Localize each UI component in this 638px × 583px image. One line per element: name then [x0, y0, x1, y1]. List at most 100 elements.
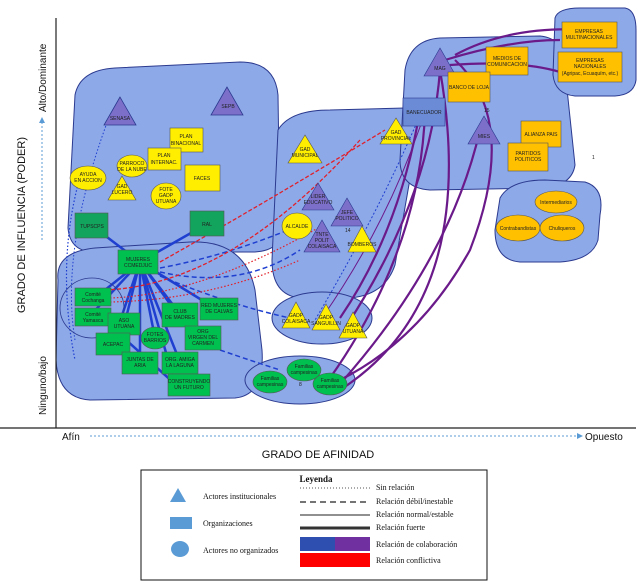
comite-cochanga-node[interactable]: Comité Cochanga — [74, 287, 112, 307]
legend-circle-icon — [171, 541, 189, 557]
fote-barrios-node[interactable]: FOTES BARRIOS — [140, 326, 170, 350]
medios-node[interactable]: MEDIOS DE COMUNICACION — [485, 46, 529, 76]
svg-text:POLITICOS: POLITICOS — [515, 157, 542, 163]
jefe-politico-node[interactable]: JEFE POLITICO — [330, 197, 364, 227]
acepac-node[interactable]: ACEPAC — [95, 332, 131, 356]
empresas-multinacionales-node[interactable]: EMPRESAS MULTINACIONALES — [561, 21, 618, 49]
alcalde-node[interactable]: ALCALDE — [281, 212, 313, 240]
lider-educativo-node[interactable]: LIDER EDUCATIVO — [301, 182, 335, 211]
svg-text:POLIT: POLIT — [315, 238, 329, 244]
gad-lucero-node[interactable]: GAD LUCERO — [107, 175, 137, 201]
count-8: 8 — [299, 382, 302, 388]
svg-text:Comité: Comité — [85, 312, 101, 318]
svg-text:EMPRESAS: EMPRESAS — [576, 58, 604, 64]
svg-text:CCMEDJUC: CCMEDJUC — [124, 263, 152, 269]
svg-text:PROVINCIAL: PROVINCIAL — [381, 136, 412, 142]
chuliqueros-node[interactable]: Chuliqueros — [539, 214, 585, 242]
legend-rectangle-icon — [170, 517, 192, 529]
right-nodes: MAG MEDIOS DE COMUNICACION BANCO DE LOJA… — [402, 46, 595, 172]
svg-text:UTUANA: UTUANA — [156, 199, 177, 205]
legend-actores-institucionales: Actores institucionales — [203, 492, 276, 501]
x-axis-left-label: Afín — [62, 432, 80, 443]
alianza-pais-node[interactable]: ALIANZA PAIS — [520, 120, 562, 148]
ral-node[interactable]: RAL — [189, 210, 225, 237]
legend-triangle-icon — [170, 488, 186, 502]
svg-text:MUJERES: MUJERES — [126, 257, 151, 263]
svg-text:UTUANA: UTUANA — [343, 329, 364, 335]
banecuador-node[interactable]: BANECUADOR — [402, 97, 446, 127]
svg-text:SEPB: SEPB — [221, 104, 235, 110]
svg-text:CONSTRUYENDO: CONSTRUYENDO — [168, 379, 211, 385]
svg-text:MIES: MIES — [478, 134, 491, 140]
tupscps-node[interactable]: TUPSCPS — [74, 212, 109, 239]
comite-yamasca-node[interactable]: Comité Yamasca — [74, 307, 112, 327]
svg-text:Familias: Familias — [261, 376, 280, 382]
svg-text:campesinas: campesinas — [257, 382, 284, 388]
aso-utuana-node[interactable]: ASO UTUANA — [107, 312, 141, 336]
partidos-node[interactable]: PARTIDOS POLITICOS — [507, 142, 549, 172]
legend-colaboracion: Relación de colaboración — [376, 540, 457, 549]
svg-text:TUPSCPS: TUPSCPS — [80, 224, 104, 230]
juntas-aria-node[interactable]: JUNTAS DE ARIA — [121, 351, 159, 375]
ayuda-en-accion-node[interactable]: AYUDA EN ACCION — [69, 165, 107, 191]
empresas-nacionales-node[interactable]: EMPRESAS NACIONALES (Agripac, Ecuaquím, … — [557, 51, 623, 83]
svg-text:FACES: FACES — [194, 176, 211, 182]
svg-text:UN FUTURO: UN FUTURO — [174, 385, 204, 391]
count-14: 14 — [345, 228, 351, 234]
red-mujeres-node[interactable]: RED MUJERES DE CALVAS — [199, 297, 239, 321]
familias-campesinas-3[interactable]: Familias campesinas — [312, 372, 348, 396]
svg-text:GADP: GADP — [289, 313, 304, 319]
mies-node[interactable]: MIES — [467, 115, 501, 145]
y-axis-bottom-label: Ninguno/bajo — [38, 356, 49, 415]
svg-text:GAD: GAD — [117, 184, 128, 190]
svg-text:LA LAGUNA: LA LAGUNA — [166, 363, 194, 369]
sepb-node[interactable]: SEPB — [210, 86, 244, 116]
teniente-politico-node[interactable]: TNTE POLIT COLAISACA — [303, 219, 341, 253]
svg-text:CLUB: CLUB — [173, 309, 187, 315]
org-virgen-node[interactable]: ORG VIRGEN DEL CARMEN — [184, 325, 222, 351]
svg-text:SENASA: SENASA — [110, 116, 131, 122]
svg-text:BINACIONAL: BINACIONAL — [171, 141, 202, 147]
svg-text:BANCO DE LOJA: BANCO DE LOJA — [449, 85, 490, 91]
intermediarios-node[interactable]: Intermediarios — [534, 190, 578, 214]
gad-municipal-node[interactable]: GAD MUNICIPAL — [287, 134, 323, 164]
legend-actores-no-organizados: Actores no organizados — [203, 546, 278, 555]
svg-text:ARIA: ARIA — [134, 363, 146, 369]
banco-loja-node[interactable]: BANCO DE LOJA — [447, 71, 491, 103]
parroco-node[interactable]: PARROCO DE LA NUBE — [116, 154, 147, 178]
svg-text:Familias: Familias — [295, 364, 314, 370]
bomberos-node[interactable]: BOMBEROS — [347, 225, 378, 253]
familias-campesinas-2[interactable]: Familias campesinas — [286, 358, 322, 382]
legend: Leyenda Actores institucionales Organiza… — [140, 469, 488, 581]
org-laguna-node[interactable]: ORG. AMIGA LA LAGUNA — [161, 351, 199, 375]
faces-node[interactable]: FACES — [184, 164, 221, 192]
svg-text:BARRIOS: BARRIOS — [144, 338, 167, 344]
svg-text:Familias: Familias — [321, 378, 340, 384]
gadp-colaisaca-node[interactable]: GADP COLAISACA — [281, 301, 311, 329]
gad-provincial-node[interactable]: GAD PROVINCIAL — [379, 117, 413, 145]
x-axis-right-label: Opuesto — [585, 432, 623, 443]
mujeres-node[interactable]: MUJERES CCMEDJUC — [117, 249, 159, 275]
legend-collab-purple-swatch — [335, 537, 370, 551]
club-madres-node[interactable]: CLUB DE MADRES — [161, 302, 199, 328]
legend-organizaciones: Organizaciones — [203, 519, 253, 528]
svg-text:AYUDA: AYUDA — [80, 172, 98, 178]
svg-text:LUCERO: LUCERO — [112, 190, 133, 196]
fote-gadp-node[interactable]: FOTE GADP UTUANA — [150, 182, 182, 210]
svg-text:(Agripac, Ecuaquím, etc.): (Agripac, Ecuaquím, etc.) — [562, 71, 619, 77]
gadp-utuana-node[interactable]: GADP UTUANA — [338, 311, 368, 339]
svg-text:EDUCATIVO: EDUCATIVO — [304, 200, 333, 206]
svg-text:GAD: GAD — [300, 147, 311, 153]
construyendo-node[interactable]: CONSTRUYENDO UN FUTURO — [167, 373, 211, 397]
axes: Alto/Dominante Ninguno/bajo GRADO DE INF… — [0, 18, 636, 461]
senasa-node[interactable]: SENASA — [103, 96, 137, 126]
gadp-sanguillin-node[interactable]: GADP SANGUILLIN — [311, 303, 341, 331]
mag-node[interactable]: MAG — [423, 47, 457, 77]
svg-text:PARTIDOS: PARTIDOS — [515, 151, 541, 157]
familias-nodes: Familias campesinas Familias campesinas … — [252, 358, 348, 396]
familias-campesinas-1[interactable]: Familias campesinas — [252, 370, 288, 394]
plan-internac-node[interactable]: PLAN INTERNAC. — [147, 147, 182, 171]
svg-text:JUNTAS DE: JUNTAS DE — [126, 357, 154, 363]
contrabandistas-node[interactable]: Contrabandistas — [495, 214, 541, 242]
svg-text:Contrabandistas: Contrabandistas — [500, 226, 537, 232]
